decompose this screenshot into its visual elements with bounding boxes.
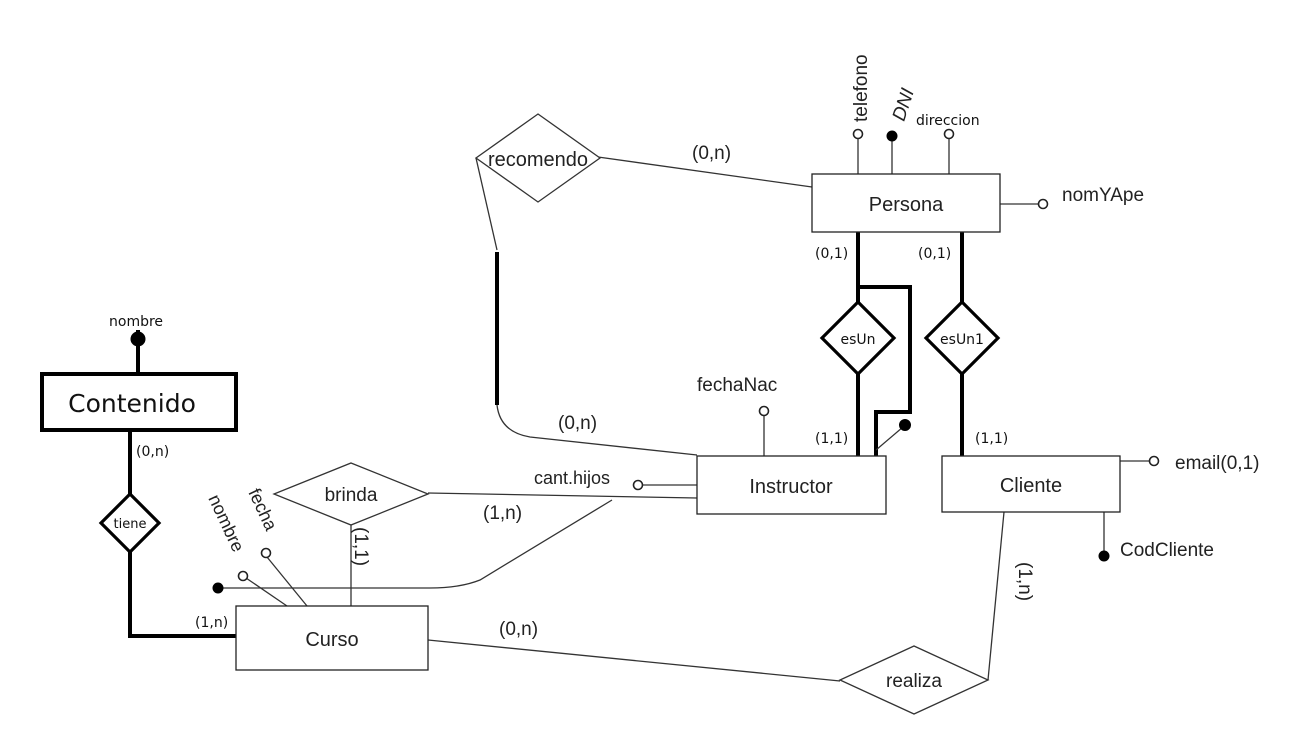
card-recomendo-instructor: (0,n) xyxy=(558,413,597,434)
attr-label-email: email(0,1) xyxy=(1175,453,1259,474)
relationship-tiene[interactable]: tiene xyxy=(98,491,162,555)
relationship-brinda-label: brinda xyxy=(325,485,378,506)
line-recomendo-persona xyxy=(597,156,813,188)
line-attr-curso-fecha xyxy=(266,556,308,607)
entity-contenido[interactable]: Contenido xyxy=(40,372,238,432)
card-curso-tiene: (1,n) xyxy=(195,615,228,631)
entity-contenido-label: Contenido xyxy=(68,389,196,418)
attr-marker-codcliente xyxy=(1098,550,1110,562)
attr-label-telefono: telefono xyxy=(851,54,872,122)
card-cliente-realiza: (1,n) xyxy=(1014,562,1035,601)
attr-marker-curso-fecha xyxy=(260,547,272,559)
attr-marker-curso-key xyxy=(212,582,224,594)
line-attr-curso-nombre xyxy=(245,577,288,607)
relationship-esun-label: esUn xyxy=(840,332,875,348)
line-realiza-cliente xyxy=(987,511,1005,681)
line-instructor-curso-key xyxy=(219,499,613,589)
entity-instructor[interactable]: Instructor xyxy=(696,455,887,515)
card-contenido-tiene: (0,n) xyxy=(136,444,169,460)
attr-marker-direccion xyxy=(943,128,955,140)
line-tiene-curso xyxy=(128,552,236,638)
attr-marker-contenido-nombre xyxy=(130,331,146,347)
attr-label-canthijos: cant.hijos xyxy=(534,468,610,488)
attr-label-nomyape: nomYApe xyxy=(1062,185,1144,206)
card-brinda-curso: (1,1) xyxy=(350,527,371,566)
card-brinda-instructor: (1,n) xyxy=(483,503,522,524)
card-persona-esun: (0,1) xyxy=(815,246,848,262)
line-instructor-key xyxy=(875,426,904,451)
relationship-brinda[interactable]: brinda xyxy=(272,462,430,526)
attr-marker-telefono xyxy=(852,128,864,140)
relationship-recomendo-label: recomendo xyxy=(488,149,588,171)
attr-marker-nomyape xyxy=(1037,198,1049,210)
attr-marker-fechanac xyxy=(758,405,770,417)
attr-marker-email xyxy=(1148,455,1160,467)
line-brinda-instructor xyxy=(427,492,698,499)
relationship-realiza[interactable]: realiza xyxy=(838,645,990,715)
attr-marker-curso-nombre xyxy=(237,570,249,582)
line-recomendo-left-upper xyxy=(475,157,498,251)
attr-marker-canthijos xyxy=(632,479,644,491)
entity-persona-label: Persona xyxy=(869,194,944,216)
entity-instructor-label: Instructor xyxy=(749,476,833,498)
entity-persona[interactable]: Persona xyxy=(811,173,1001,233)
card-recomendo-persona: (0,n) xyxy=(692,143,731,164)
relationship-esun[interactable]: esUn xyxy=(819,299,897,377)
attr-label-fechanac: fechaNac xyxy=(697,375,777,396)
entity-cliente[interactable]: Cliente xyxy=(941,455,1121,513)
relationship-recomendo[interactable]: recomendo xyxy=(474,113,602,203)
attr-label-curso-nombre: nombre xyxy=(204,491,248,555)
attr-label-direccion: direccion xyxy=(916,113,980,129)
card-instructor-esun: (1,1) xyxy=(815,431,848,447)
relationship-realiza-label: realiza xyxy=(886,671,942,692)
attr-marker-instructor-key xyxy=(899,419,911,431)
entity-cliente-label: Cliente xyxy=(1000,475,1062,497)
card-curso-realiza: (0,n) xyxy=(499,619,538,640)
attr-marker-dni xyxy=(886,130,898,142)
card-persona-esun1: (0,1) xyxy=(918,246,951,262)
attr-label-dni: DNI xyxy=(889,85,919,123)
card-cliente-esun1: (1,1) xyxy=(975,431,1008,447)
entity-curso-label: Curso xyxy=(305,629,358,651)
line-curso-realiza xyxy=(427,639,841,682)
attr-label-codcliente: CodCliente xyxy=(1120,540,1214,561)
attr-label-contenido-nombre: nombre xyxy=(109,314,163,330)
line-esun-bracket xyxy=(858,285,912,456)
entity-curso[interactable]: Curso xyxy=(235,605,429,671)
relationship-esun1-label: esUn1 xyxy=(940,332,984,348)
relationship-esun1[interactable]: esUn1 xyxy=(923,299,1001,377)
line-recomendo-instructor xyxy=(496,404,698,456)
relationship-tiene-label: tiene xyxy=(114,517,147,532)
